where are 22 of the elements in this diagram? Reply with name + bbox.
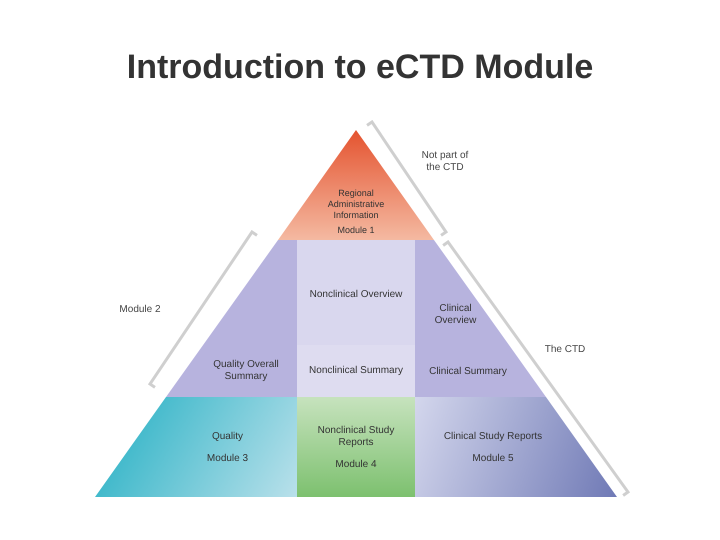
module-number: Module 1: [337, 225, 375, 236]
module-section: [297, 397, 415, 497]
module-number: Module 5: [472, 452, 514, 464]
module-section: [415, 397, 617, 497]
section-name: Quality: [212, 430, 244, 442]
module-number: Module 4: [335, 458, 377, 470]
bracket-label: Module 2: [118, 304, 162, 316]
section-name: Clinical Summary: [429, 366, 507, 378]
title: Introduction to eCTD Module: [126, 48, 594, 87]
section-name: Clinical Study Reports: [444, 430, 542, 442]
section-name: Quality Overall Summary: [212, 359, 280, 383]
module-section: [297, 345, 415, 397]
section-name: Nonclinical Overview: [310, 289, 402, 301]
section-name: Regional Administrative Information: [326, 188, 386, 221]
bracket-label: The CTD: [544, 344, 586, 356]
section-name: Nonclinical Study Reports: [316, 424, 396, 448]
module-section: [297, 240, 415, 345]
bracket-label: Not part of the CTD: [420, 150, 470, 174]
module-number: Module 3: [206, 452, 248, 464]
section-name: Clinical Overview: [434, 303, 478, 327]
module-section: [95, 397, 297, 497]
section-name: Nonclinical Summary: [309, 365, 403, 377]
